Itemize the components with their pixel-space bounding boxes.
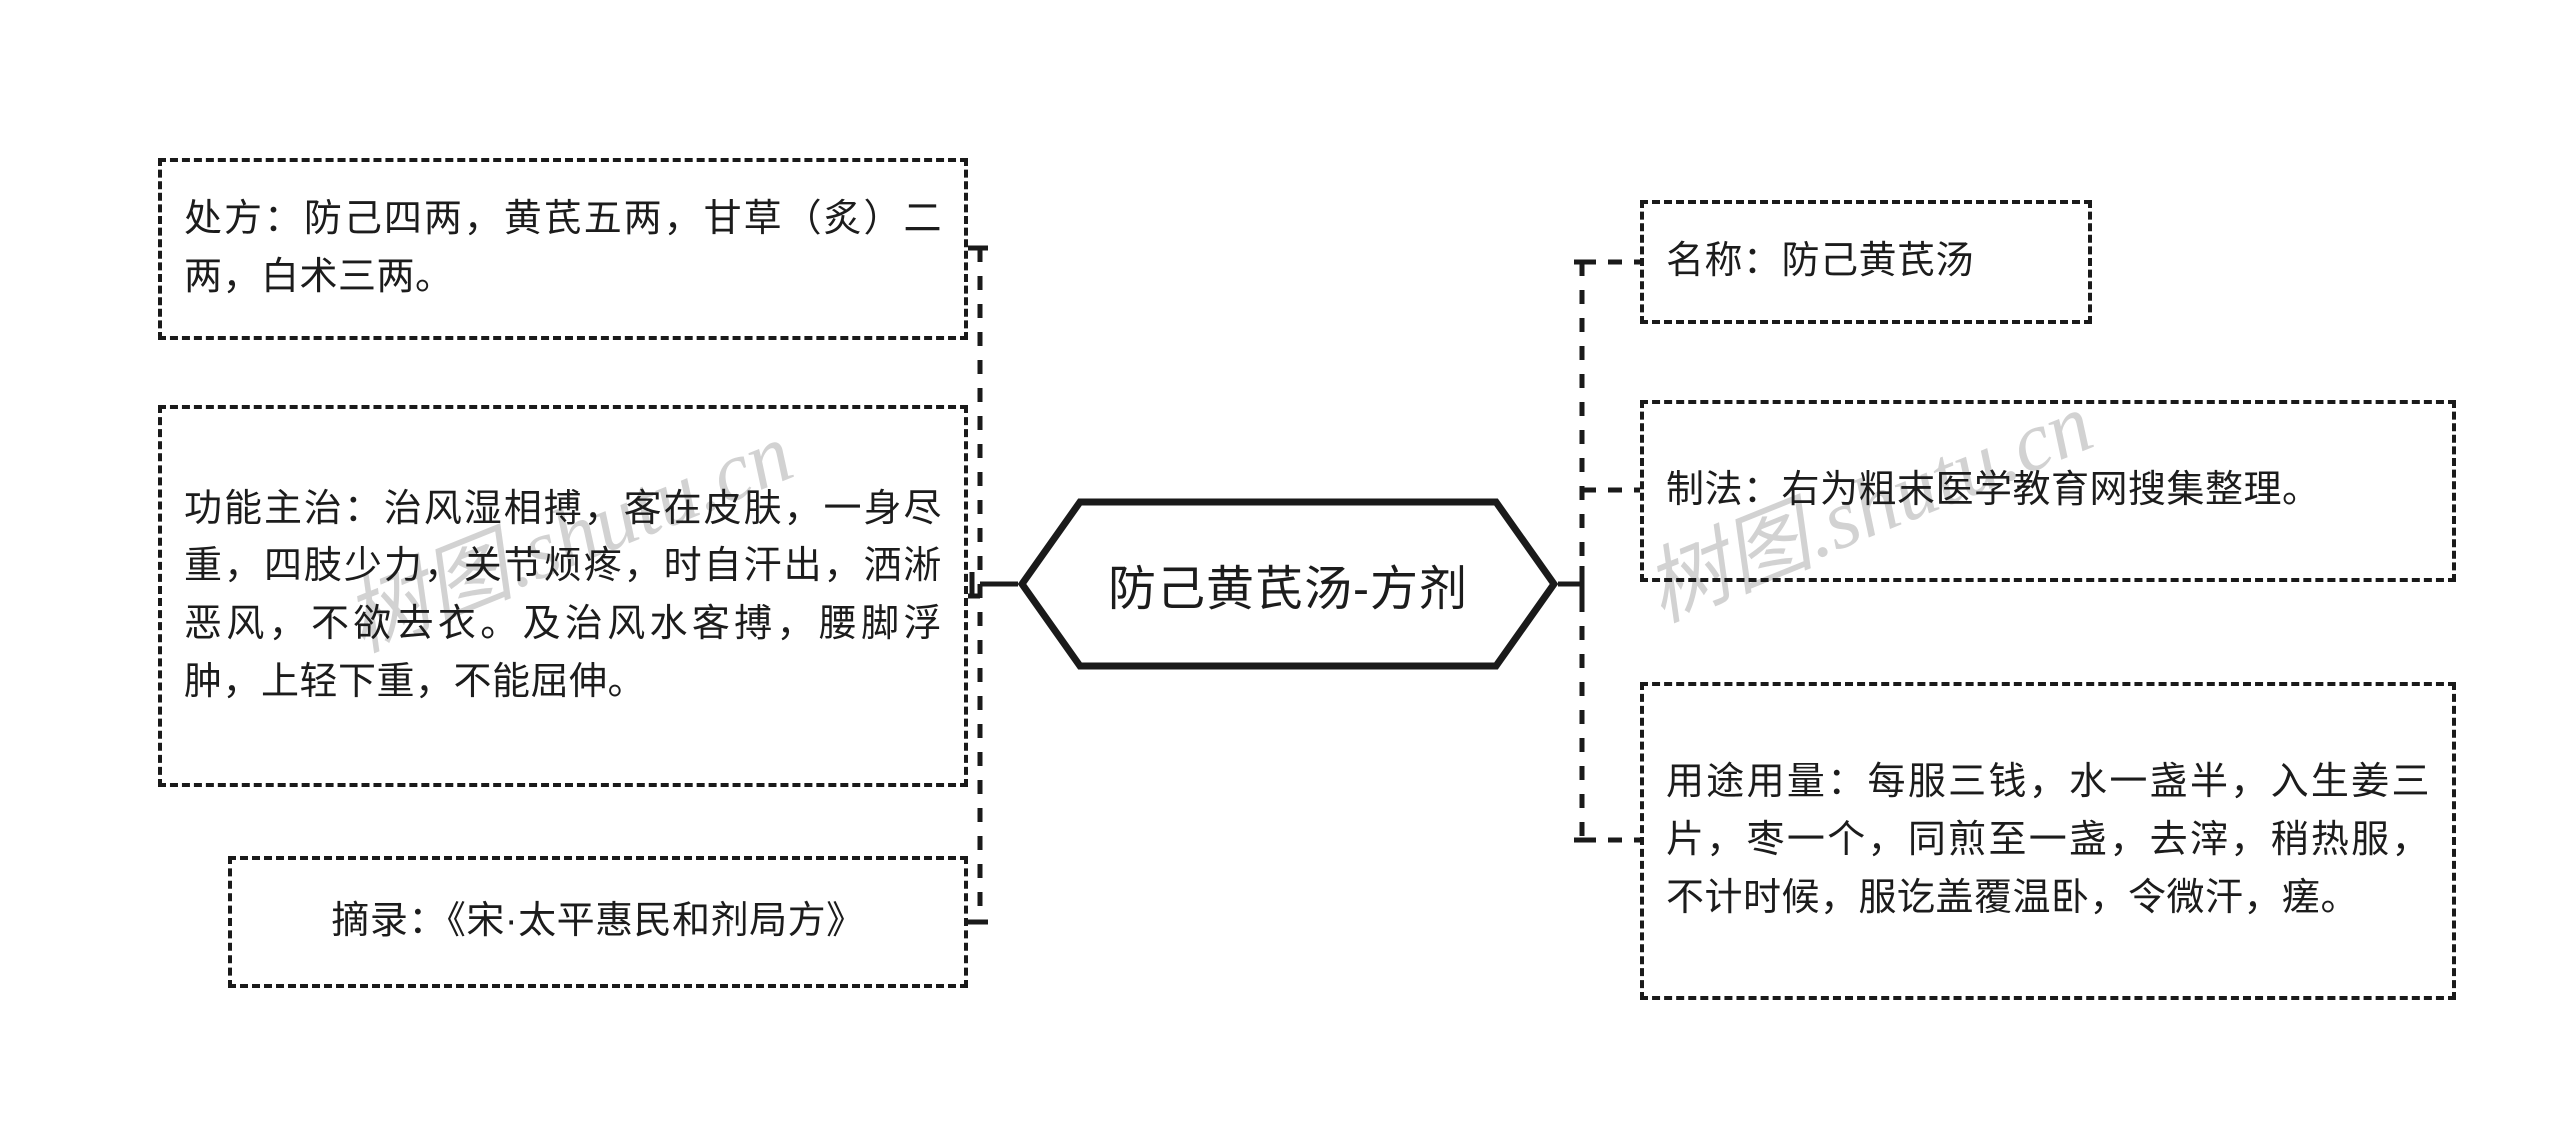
node-source[interactable]: 摘录：《宋·太平惠民和剂局方》: [228, 856, 968, 988]
root-node-label: 防己黄芪汤-方剂: [1108, 563, 1468, 616]
node-dosage-label: 用途用量：每服三钱，水一盏半，入生姜三片，枣一个，同煎至一盏，去滓，稍热服，不计…: [1666, 761, 2430, 919]
node-prescription[interactable]: 处方：防己四两，黄芪五两，甘草（炙）二两，白术三两。: [158, 158, 968, 340]
node-indications[interactable]: 功能主治：治风湿相搏，客在皮肤，一身尽重，四肢少力，关节烦疼，时自汗出，洒淅恶风…: [158, 405, 968, 787]
node-indications-label: 功能主治：治风湿相搏，客在皮肤，一身尽重，四肢少力，关节烦疼，时自汗出，洒淅恶风…: [184, 487, 942, 703]
node-prescription-label: 处方：防己四两，黄芪五两，甘草（炙）二两，白术三两。: [184, 198, 942, 298]
node-name-label: 名称：防己黄芪汤: [1666, 240, 1975, 283]
node-dosage[interactable]: 用途用量：每服三钱，水一盏半，入生姜三片，枣一个，同煎至一盏，去滓，稍热服，不计…: [1640, 682, 2456, 1000]
node-preparation[interactable]: 制法：右为粗末医学教育网搜集整理。: [1640, 400, 2456, 582]
root-node[interactable]: 防己黄芪汤-方剂: [1018, 498, 1558, 670]
hexagon-shape: [1018, 498, 1558, 670]
node-source-label: 摘录：《宋·太平惠民和剂局方》: [331, 900, 865, 943]
node-name[interactable]: 名称：防己黄芪汤: [1640, 200, 2092, 324]
node-preparation-label: 制法：右为粗末医学教育网搜集整理。: [1666, 469, 2321, 512]
